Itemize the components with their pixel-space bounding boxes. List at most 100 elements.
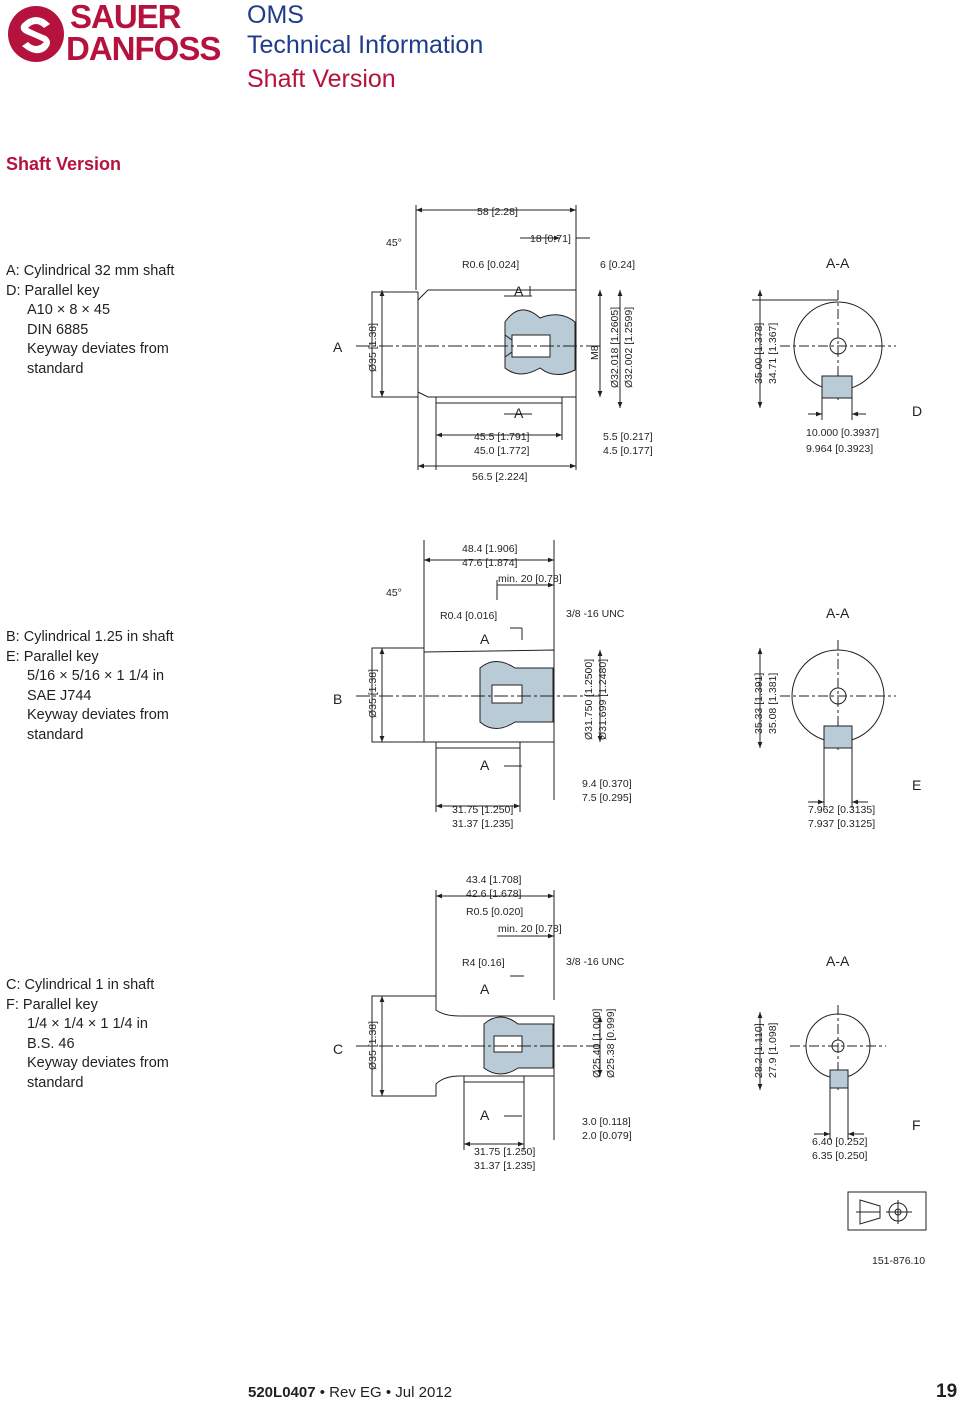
dim-label: Ø32.002 [1.2599]: [623, 307, 635, 388]
desc-line: 5/16 × 5/16 × 1 1/4 in: [27, 668, 165, 684]
dim-label: 58 [2.28]: [477, 206, 518, 218]
key-letter: D: [912, 403, 922, 419]
section-marker: A: [480, 981, 490, 997]
dim-label: Ø32.018 [1.2605]: [609, 307, 621, 388]
dim-label: 7.5 [0.295]: [582, 792, 632, 804]
dim-label: 35.00 [1.378]: [753, 323, 765, 384]
desc-line: B.S. 46: [27, 1035, 75, 1052]
desc-line: E: Parallel key: [6, 648, 99, 665]
drawing-number: 151-876.10: [872, 1255, 925, 1267]
dim-label: 27.9 [1.098]: [767, 1022, 779, 1078]
dim-label: 34.71 [1.367]: [767, 323, 779, 384]
projection-symbol-icon: [847, 1191, 927, 1231]
variant-b-description: B: Cylindrical 1.25 in shaft E: Parallel…: [6, 628, 174, 745]
dim-label: 3/8 -16 UNC: [566, 608, 625, 620]
section-title: Shaft Version: [6, 154, 122, 174]
footer-bullet: •: [385, 1384, 392, 1401]
footer-doc-info: 520L0407 • Rev EG • Jul 2012: [248, 1384, 452, 1401]
dim-label: Ø25.38 [0.999]: [605, 1008, 617, 1078]
dim-label: Ø25.40 [1.000]: [591, 1008, 603, 1078]
section-marker: A: [514, 283, 524, 299]
desc-line: standard: [27, 360, 84, 377]
brand-logo: SAUER DANFOSS: [6, 0, 228, 67]
header-title-3: Shaft Version: [247, 65, 396, 93]
dim-label: 2.0 [0.079]: [582, 1130, 632, 1142]
dim-label: 31.37 [1.235]: [474, 1160, 535, 1172]
dim-label: 5.5 [0.217]: [603, 431, 653, 443]
desc-line: SAE J744: [27, 687, 92, 704]
drawing-c: [356, 890, 886, 1150]
section-marker: A: [480, 631, 490, 647]
dim-label: Ø31.750 [1.2500]: [583, 659, 595, 740]
footer-rev: Rev EG: [329, 1384, 382, 1401]
variant-letter: C: [333, 1041, 343, 1057]
dim-label: 45.5 [1.791]: [474, 431, 530, 443]
section-marker: A: [514, 405, 524, 421]
dim-label: 7.962 [0.3135]: [808, 804, 875, 816]
dim-label: 56.5 [2.224]: [472, 471, 528, 483]
dim-label: 28.2 [1.110]: [753, 1023, 765, 1078]
header-title-1: OMS: [247, 1, 304, 29]
dim-label: Ø35 [1.38]: [367, 323, 379, 372]
desc-line: B: Cylindrical 1.25 in shaft: [6, 629, 174, 645]
variant-a-description: A: Cylindrical 32 mm shaft D: Parallel k…: [6, 262, 174, 379]
section-marker: A: [480, 757, 490, 773]
dim-label: Ø35 [1.38]: [367, 669, 379, 718]
dim-label: 6 [0.24]: [600, 259, 635, 271]
page-number: 19: [936, 1381, 958, 1402]
dim-label: 45.0 [1.772]: [474, 445, 530, 457]
drawing-b: [356, 540, 896, 812]
desc-line: DIN 6885: [27, 321, 89, 338]
desc-line: standard: [27, 726, 84, 743]
section-title-label: A-A: [826, 255, 850, 271]
section-title-label: A-A: [826, 953, 850, 969]
dim-label: 42.6 [1.678]: [466, 888, 522, 900]
dim-label: 45°: [386, 587, 402, 599]
dim-label: R0.4 [0.016]: [440, 610, 497, 622]
dim-label: 35.33 [1.391]: [753, 673, 765, 734]
variant-letter: B: [333, 691, 342, 707]
dim-label: Ø31.699 [1.2480]: [597, 659, 609, 740]
dim-label: Ø35 [1.38]: [367, 1021, 379, 1070]
desc-line: F: Parallel key: [6, 996, 98, 1013]
dim-label: 9.964 [0.3923]: [806, 443, 873, 455]
dim-label: R0.5 [0.020]: [466, 906, 523, 918]
danfoss-logo-icon: [8, 6, 64, 62]
brand-line2: DANFOSS: [66, 30, 221, 67]
key-letter: E: [912, 777, 921, 793]
dim-label: min. 20 [0.78]: [498, 573, 562, 585]
dim-label: R4 [0.16]: [462, 957, 505, 969]
dim-label: 45°: [386, 237, 402, 249]
desc-line: Keyway deviates from: [27, 341, 169, 357]
dim-label: 43.4 [1.708]: [466, 874, 522, 886]
dim-label: 18 [0.71]: [530, 233, 571, 245]
variant-letter: A: [333, 339, 343, 355]
dim-label: 7.937 [0.3125]: [808, 818, 875, 830]
dim-label: 31.75 [1.250]: [452, 804, 513, 816]
dim-label: min. 20 [0.78]: [498, 923, 562, 935]
drawing-a: [356, 205, 896, 470]
dim-label: 10.000 [0.3937]: [806, 427, 879, 439]
footer-bullet: •: [319, 1384, 325, 1401]
header-title-2: Technical Information: [247, 31, 484, 59]
key-letter: F: [912, 1117, 921, 1133]
footer-doc-number: 520L0407: [248, 1384, 316, 1401]
desc-line: Keyway deviates from: [27, 1055, 169, 1071]
dim-label: 6.40 [0.252]: [812, 1136, 868, 1148]
variant-c-description: C: Cylindrical 1 in shaft F: Parallel ke…: [6, 976, 169, 1093]
dim-label: 31.75 [1.250]: [474, 1146, 535, 1158]
dim-label: R0.6 [0.024]: [462, 259, 519, 271]
desc-line: D: Parallel key: [6, 282, 100, 299]
footer-date: Jul 2012: [395, 1384, 453, 1401]
dim-label: 48.4 [1.906]: [462, 543, 518, 555]
desc-line: Keyway deviates from: [27, 707, 169, 723]
dim-label: 3/8 -16 UNC: [566, 956, 625, 968]
dim-label: 47.6 [1.874]: [462, 557, 518, 569]
dim-label: 6.35 [0.250]: [812, 1150, 868, 1162]
desc-line: A10 × 8 × 45: [27, 302, 111, 318]
desc-line: standard: [27, 1074, 84, 1091]
dim-label: 9.4 [0.370]: [582, 778, 632, 790]
desc-line: A: Cylindrical 32 mm shaft: [6, 263, 175, 279]
dim-label: 35.08 [1.381]: [767, 673, 779, 734]
